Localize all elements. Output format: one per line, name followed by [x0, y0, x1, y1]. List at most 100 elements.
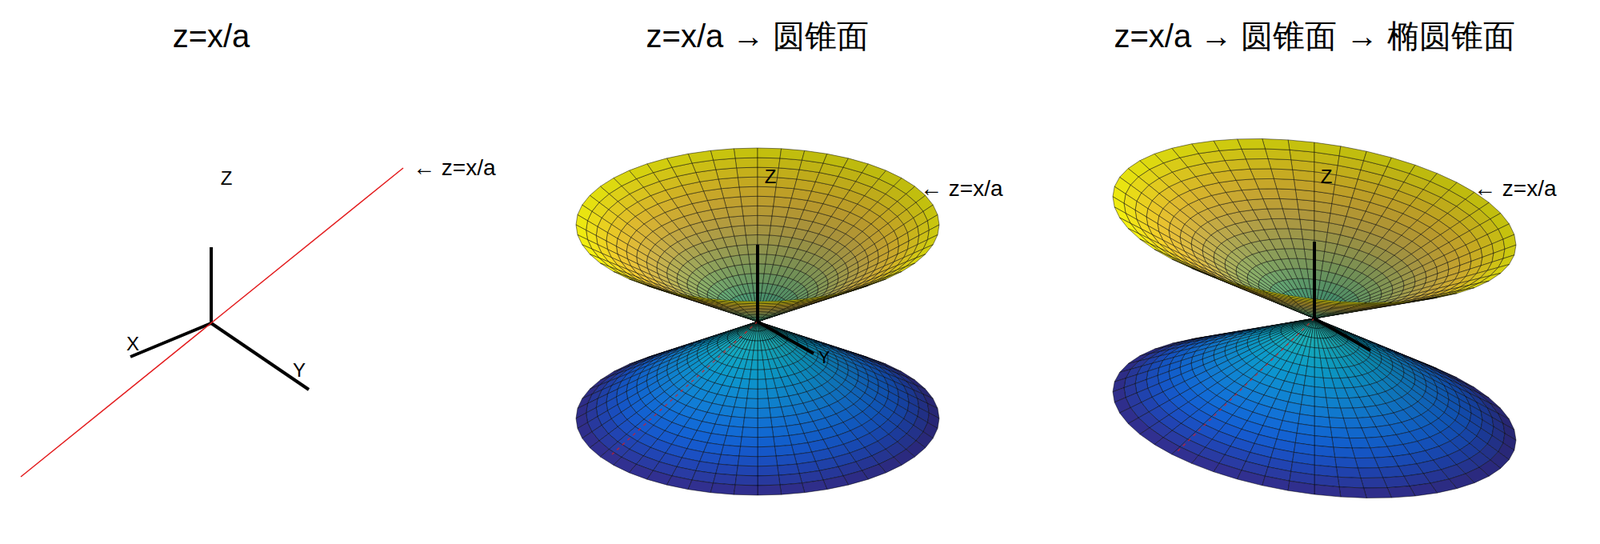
mesh-face [720, 444, 740, 456]
mesh-face [733, 484, 758, 496]
mesh-face [757, 436, 775, 448]
mesh-face [757, 456, 778, 467]
mesh-face [753, 340, 758, 351]
cone-surfaces [576, 139, 1516, 499]
mesh-face [767, 388, 780, 399]
line-z-x-a [612, 321, 758, 455]
mesh-face [739, 378, 750, 389]
mesh-face [757, 186, 776, 197]
mesh-face [757, 475, 780, 486]
mesh-face [600, 263, 622, 275]
mesh-face [735, 475, 758, 486]
lower-cone [576, 321, 940, 496]
mesh-face [747, 388, 758, 399]
mesh-face [757, 360, 764, 370]
mesh-face [718, 454, 740, 466]
mesh-face [720, 187, 740, 199]
mesh-face [740, 196, 758, 207]
mesh-face [823, 476, 848, 490]
mesh-face [734, 397, 748, 408]
mesh-face [731, 407, 746, 418]
mesh-face [757, 235, 770, 245]
mesh-face [757, 340, 762, 351]
mesh-face [757, 369, 766, 380]
mesh-face [757, 417, 772, 428]
mesh-face [774, 187, 794, 199]
mesh-face [745, 398, 758, 408]
mesh-face [739, 446, 758, 457]
mesh-face [743, 215, 758, 226]
mesh-face [582, 244, 600, 259]
y-axis [757, 321, 814, 354]
mesh-face [765, 378, 776, 389]
mesh-face [733, 148, 758, 159]
mesh-face [726, 206, 744, 218]
mesh-face [916, 244, 933, 259]
mesh-face [757, 446, 776, 457]
mesh-face [757, 427, 774, 438]
mesh-face [710, 483, 736, 495]
mesh-face [745, 235, 758, 245]
mesh-face [751, 360, 758, 370]
mesh-face [773, 435, 792, 447]
mesh-face [757, 398, 770, 408]
z-axis [209, 247, 213, 324]
mesh-face [667, 291, 692, 297]
mesh-face [752, 350, 758, 360]
mesh-face [667, 476, 692, 490]
mesh-face [688, 296, 713, 301]
mesh-face [773, 196, 792, 208]
mesh-face [801, 150, 827, 164]
mesh-face [726, 426, 744, 438]
mesh-face [780, 483, 805, 495]
mesh-face [776, 454, 797, 466]
mesh-face [613, 271, 636, 281]
mesh-face [736, 465, 758, 476]
mesh-face [735, 157, 758, 168]
mesh-face [768, 397, 781, 408]
mesh-face [801, 296, 827, 301]
mesh-face [736, 167, 758, 178]
mesh-face [743, 417, 758, 428]
mesh-face [757, 215, 772, 226]
mesh-face [780, 299, 805, 303]
mesh-face [718, 177, 740, 189]
x-axis [130, 323, 212, 357]
mesh-face [744, 408, 758, 418]
mesh-face [724, 196, 743, 208]
mesh-face [744, 224, 758, 235]
mesh-face [757, 484, 782, 496]
cone-panel [1112, 139, 1516, 499]
mesh-face [823, 291, 848, 297]
mesh-face [757, 379, 768, 389]
mesh-face [780, 148, 805, 160]
mesh-face [749, 369, 758, 380]
mesh-face [885, 266, 907, 277]
mesh-face [688, 150, 713, 164]
axes-panel [20, 168, 404, 477]
mesh-face [764, 368, 773, 380]
mesh-face [906, 254, 926, 267]
mesh-face [801, 480, 827, 493]
mesh-face [774, 444, 794, 456]
mesh-face [739, 186, 758, 197]
mesh-face [724, 435, 743, 447]
mesh-face [710, 148, 736, 160]
mesh-face [688, 480, 713, 493]
mesh-face [772, 426, 789, 438]
mesh-face [879, 271, 902, 281]
mesh-face [737, 176, 758, 188]
mesh-face [757, 408, 771, 418]
line-z-x-a [20, 168, 404, 477]
mesh-face [757, 196, 775, 207]
mesh-face [776, 177, 797, 189]
mesh-face [589, 254, 609, 267]
mesh-face [736, 388, 749, 399]
mesh-face [748, 379, 758, 389]
mesh-face [741, 427, 758, 438]
y-axis [211, 323, 309, 390]
mesh-face [755, 331, 758, 341]
mesh-face [757, 205, 774, 216]
